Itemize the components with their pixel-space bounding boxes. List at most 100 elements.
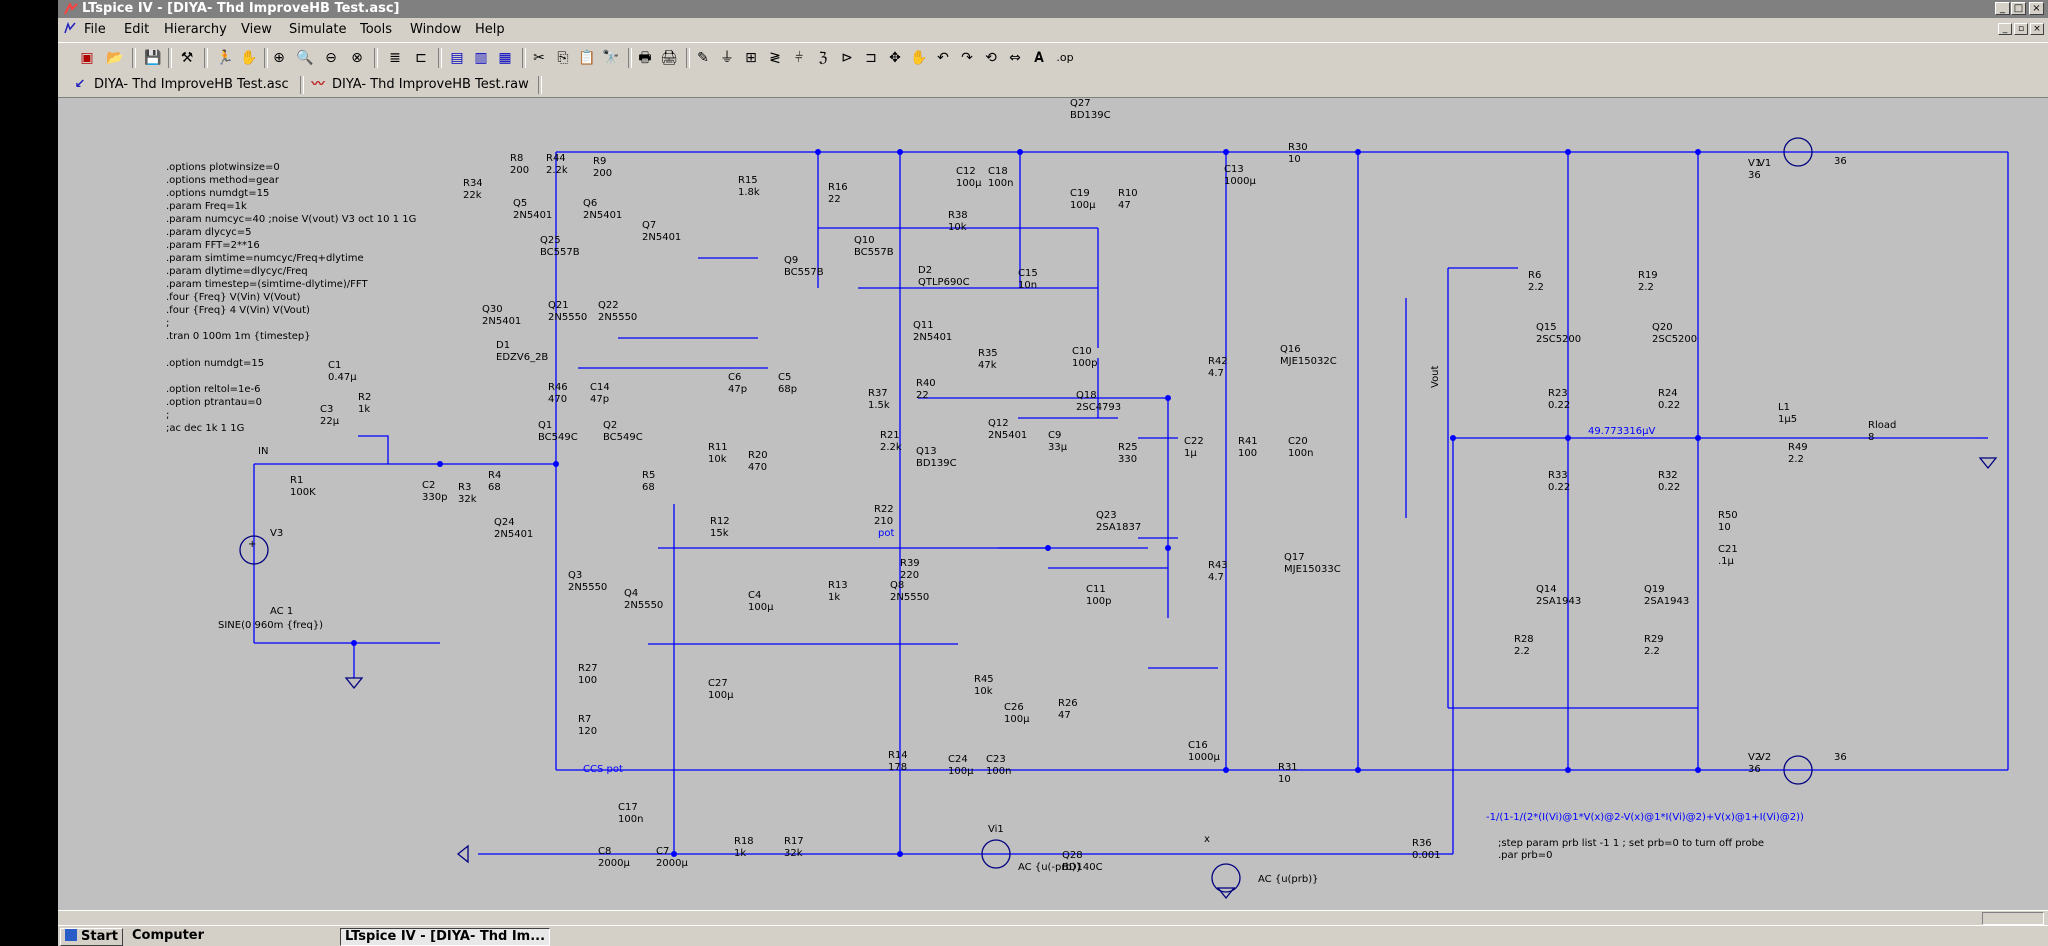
component-ref-r40[interactable]: R40 — [916, 378, 936, 389]
spice-directives[interactable]: .options plotwinsize=0 .options method=g… — [166, 162, 416, 434]
component-value-q13[interactable]: BD139C — [916, 458, 957, 469]
component-value-q1[interactable]: BC549C — [538, 432, 578, 443]
component-ref-c4[interactable]: C4 — [748, 590, 761, 601]
voltage-source-v1[interactable]: V1 36 — [1758, 137, 1847, 169]
rotate-icon[interactable]: ⟲ — [985, 50, 997, 66]
component-ref-r10[interactable]: R10 — [1118, 188, 1138, 199]
component-ref-c20[interactable]: C20 — [1288, 436, 1308, 447]
component-value-c17[interactable]: 100n — [618, 814, 643, 825]
component-ref-r14[interactable]: R14 — [888, 750, 908, 761]
component-value-q30[interactable]: 2N5401 — [482, 316, 521, 327]
mdi-restore-button[interactable]: ▫ — [2014, 23, 2028, 35]
menu-edit[interactable]: Edit — [124, 22, 150, 37]
component-value-r23[interactable]: 0.22 — [1548, 400, 1570, 411]
ltspice-task-button[interactable]: LTspice IV - [DIYA- Thd Im... — [340, 928, 551, 946]
component-value-q16[interactable]: MJE15032C — [1280, 356, 1337, 367]
title-bar[interactable]: LTspice IV - [DIYA- Thd ImproveHB Test.a… — [58, 0, 2048, 18]
component-value-q15[interactable]: 2SC5200 — [1536, 334, 1581, 345]
component-ref-q14[interactable]: Q14 — [1536, 584, 1557, 595]
component-value-r33[interactable]: 0.22 — [1548, 482, 1570, 493]
component-value-r39[interactable]: 220 — [900, 570, 919, 581]
component-value-c27[interactable]: 100µ — [708, 690, 734, 701]
component-ref-r36[interactable]: R36 — [1412, 838, 1432, 849]
component-value-q25[interactable]: BC557B — [540, 247, 580, 258]
pan-icon[interactable]: 🔍 — [296, 50, 314, 66]
component-value-c15[interactable]: 10n — [1018, 280, 1037, 291]
component-value-r21[interactable]: 2.2k — [880, 442, 902, 453]
menu-view[interactable]: View — [241, 22, 272, 37]
autorange-icon[interactable]: ≣ — [389, 50, 401, 66]
component-value-r25[interactable]: 330 — [1118, 454, 1137, 465]
menu-hierarchy[interactable]: Hierarchy — [164, 22, 227, 37]
component-ref-c8[interactable]: C8 — [598, 846, 611, 857]
zoom-in-icon[interactable]: ⊕ — [273, 50, 285, 66]
resistor-icon[interactable]: ≷ — [769, 50, 781, 66]
component-value-r50[interactable]: 10 — [1718, 522, 1731, 533]
component-ref-c24[interactable]: C24 — [948, 754, 968, 765]
component-ref-r42[interactable]: R42 — [1208, 356, 1228, 367]
component-value-v1[interactable]: 36 — [1748, 170, 1761, 181]
component-ref-c19[interactable]: C19 — [1070, 188, 1090, 199]
component-ref-c7[interactable]: C7 — [656, 846, 669, 857]
zoom-fit-icon[interactable]: ⊗ — [351, 50, 363, 66]
component-value-c6[interactable]: 47p — [728, 384, 747, 395]
mdi-close-button[interactable]: × — [2030, 23, 2044, 35]
component-ref-q8[interactable]: Q8 — [890, 580, 904, 591]
component-ref-r27[interactable]: R27 — [578, 663, 598, 674]
component-value-r24[interactable]: 0.22 — [1658, 400, 1680, 411]
menu-file[interactable]: File — [84, 22, 106, 37]
component-ref-c27[interactable]: C27 — [708, 678, 728, 689]
component-value-c24[interactable]: 100µ — [948, 766, 974, 777]
component-ref-r8[interactable]: R8 — [510, 153, 523, 164]
component-ref-v1[interactable]: V1 — [1748, 158, 1761, 169]
tab-schematic[interactable]: ↙DIYA- Thd ImproveHB Test.asc — [72, 75, 289, 95]
component-value-q17[interactable]: MJE15033C — [1284, 564, 1341, 575]
component-ref-c17[interactable]: C17 — [618, 802, 638, 813]
menu-simulate[interactable]: Simulate — [289, 22, 347, 37]
component-ref-c9[interactable]: C9 — [1048, 430, 1061, 441]
component-ref-r13[interactable]: R13 — [828, 580, 848, 591]
component-ref-r19[interactable]: R19 — [1638, 270, 1658, 281]
component-value-q27[interactable]: BD139C — [1070, 110, 1111, 121]
component-value-q9[interactable]: BC557B — [784, 267, 824, 278]
tile-horizontal-icon[interactable]: ▤ — [450, 50, 464, 66]
component-ref-r33[interactable]: R33 — [1548, 470, 1568, 481]
print-icon[interactable]: 🖨 — [660, 50, 678, 66]
component-ref-q25[interactable]: Q25 — [540, 235, 561, 246]
component-value-r29[interactable]: 2.2 — [1644, 646, 1660, 657]
component-value-r6[interactable]: 2.2 — [1528, 282, 1544, 293]
component-value-q22[interactable]: 2N5550 — [598, 312, 637, 323]
component-ref-q9[interactable]: Q9 — [784, 255, 798, 266]
component-ref-q13[interactable]: Q13 — [916, 446, 937, 457]
component-value-q2[interactable]: BC549C — [603, 432, 643, 443]
component-value-r36[interactable]: 0.001 — [1412, 850, 1441, 861]
file-menu-icon[interactable] — [64, 21, 76, 38]
component-ref-q7[interactable]: Q7 — [642, 220, 656, 231]
component-ref-c14[interactable]: C14 — [590, 382, 610, 393]
cut-icon[interactable]: ✂ — [533, 50, 545, 66]
maximize-button[interactable]: □ — [2011, 2, 2026, 15]
component-ref-d2[interactable]: D2 — [918, 265, 932, 276]
component-ref-c10[interactable]: C10 — [1072, 346, 1092, 357]
menu-window[interactable]: Window — [410, 22, 462, 37]
component-value-r46[interactable]: 470 — [548, 394, 567, 405]
component-ref-c5[interactable]: C5 — [778, 372, 791, 383]
schematic-canvas[interactable]: .options plotwinsize=0 .options method=g… — [58, 98, 2048, 910]
component-value-r16[interactable]: 22 — [828, 194, 841, 205]
new-schematic-icon[interactable]: ▣ — [80, 50, 94, 66]
component-ref-r2[interactable]: R2 — [358, 392, 371, 403]
component-value-c18[interactable]: 100n — [988, 178, 1013, 189]
component-ref-d1[interactable]: D1 — [496, 340, 510, 351]
component-ref-q30[interactable]: Q30 — [482, 304, 503, 315]
component-ref-q23[interactable]: Q23 — [1096, 510, 1117, 521]
component-ref-r15[interactable]: R15 — [738, 175, 758, 186]
diode-icon[interactable]: ⊳ — [841, 50, 853, 66]
component-value-r26[interactable]: 47 — [1058, 710, 1071, 721]
component-ref-c12[interactable]: C12 — [956, 166, 976, 177]
component-ref-c23[interactable]: C23 — [986, 754, 1006, 765]
component-value-r44[interactable]: 2.2k — [546, 165, 568, 176]
component-ref-r28[interactable]: R28 — [1514, 634, 1534, 645]
component-ref-r43[interactable]: R43 — [1208, 560, 1228, 571]
component-value-r35[interactable]: 47k — [978, 360, 997, 371]
component-ref-c16[interactable]: C16 — [1188, 740, 1208, 751]
